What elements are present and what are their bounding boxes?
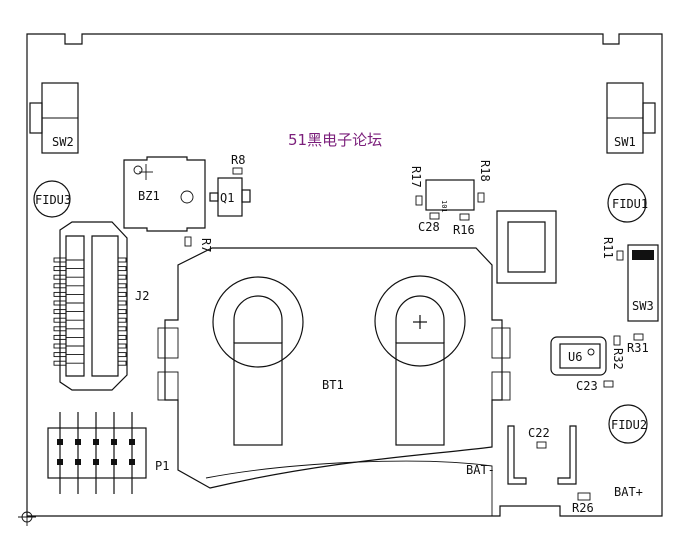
- p1-pad: [93, 439, 99, 445]
- j2-pin: [117, 283, 127, 289]
- j2-pin: [117, 360, 127, 366]
- capacitor-c28: C28: [418, 212, 440, 234]
- capacitor-c23: C23: [576, 379, 614, 393]
- label-r11: R11: [601, 237, 615, 259]
- switch-sw2: SW2: [29, 82, 79, 154]
- board-outline: [26, 33, 663, 517]
- label-r26: R26: [572, 501, 594, 515]
- j2-pin: [117, 334, 127, 340]
- label-u6: U6: [568, 350, 582, 364]
- resistor-r17: R17: [409, 166, 423, 206]
- j2-pin: [117, 291, 127, 297]
- label-p1: P1: [155, 459, 169, 473]
- capacitor-c22: C22: [528, 426, 550, 449]
- header-p1: P1: [47, 412, 169, 494]
- origin-crosshair: [18, 508, 36, 526]
- switch-sw3: SW3: [627, 244, 659, 322]
- label-sw2: SW2: [52, 135, 74, 149]
- resistor-r18: R18: [477, 160, 492, 203]
- p1-pad: [111, 439, 117, 445]
- label-bt1: BT1: [322, 378, 344, 392]
- label-c28: C28: [418, 220, 440, 234]
- resistor-r32: R32: [611, 335, 625, 370]
- p1-pad: [111, 459, 117, 465]
- resistor-r8: R8: [231, 153, 245, 175]
- battery-contact-left: [507, 425, 527, 485]
- p1-pad: [57, 459, 63, 465]
- ic-u6: U6: [550, 336, 607, 376]
- transistor-q1: Q1: [209, 177, 251, 217]
- j2-pin: [117, 317, 127, 323]
- p1-pad: [93, 459, 99, 465]
- resistor-r31: R31: [627, 333, 649, 355]
- label-r8: R8: [231, 153, 245, 167]
- j2-pin: [117, 352, 127, 358]
- j2-pin: [117, 309, 127, 315]
- forum-title: 51黑电子论坛: [288, 131, 382, 149]
- ic-mark: 101: [440, 200, 448, 213]
- j2-pin: [117, 257, 127, 263]
- j2-pin: [117, 274, 127, 280]
- p1-pad: [75, 439, 81, 445]
- resistor-r16: R16: [453, 213, 475, 237]
- label-r31: R31: [627, 341, 649, 355]
- buzzer-bz1: BZ1: [123, 156, 206, 232]
- ic-small: 101: [425, 179, 475, 213]
- resistor-r11: R11: [601, 237, 624, 261]
- fiducial-fidu1: FIDU1: [607, 183, 648, 223]
- p1-pad: [129, 459, 135, 465]
- label-j2: J2: [135, 289, 149, 303]
- label-bat-plus: BAT+: [614, 485, 643, 499]
- label-bat-minus: BAT-: [466, 463, 495, 477]
- label-r16: R16: [453, 223, 475, 237]
- label-r18: R18: [478, 160, 492, 182]
- label-r7: R7: [199, 238, 213, 252]
- j2-pin: [117, 300, 127, 306]
- label-r17: R17: [409, 166, 423, 188]
- label-q1: Q1: [220, 191, 234, 205]
- p1-pad: [75, 459, 81, 465]
- j2-pins: [53, 257, 127, 366]
- battery-holder-bt1: BT1: [157, 247, 511, 516]
- label-fidu1: FIDU1: [612, 197, 648, 211]
- label-fidu3: FIDU3: [35, 193, 71, 207]
- label-r32: R32: [611, 348, 625, 370]
- battery-contact-right: [557, 425, 577, 485]
- label-fidu2: FIDU2: [611, 418, 647, 432]
- label-c23: C23: [576, 379, 598, 393]
- p1-pad: [57, 439, 63, 445]
- label-bz1: BZ1: [138, 189, 160, 203]
- label-sw1: SW1: [614, 135, 636, 149]
- j2-pin: [117, 326, 127, 332]
- label-sw3: SW3: [632, 299, 654, 313]
- p1-pad: [129, 439, 135, 445]
- resistor-r26: R26: [572, 492, 594, 515]
- label-c22: C22: [528, 426, 550, 440]
- j2-pin: [117, 266, 127, 272]
- j2-pin: [117, 343, 127, 349]
- fiducial-fidu2: FIDU2: [608, 404, 648, 444]
- fiducial-fidu3: FIDU3: [33, 180, 71, 218]
- switch-sw1: SW1: [606, 82, 656, 154]
- bracket-outline: [496, 210, 557, 284]
- connector-j2: J2: [53, 221, 149, 391]
- p1-pins: [57, 412, 135, 494]
